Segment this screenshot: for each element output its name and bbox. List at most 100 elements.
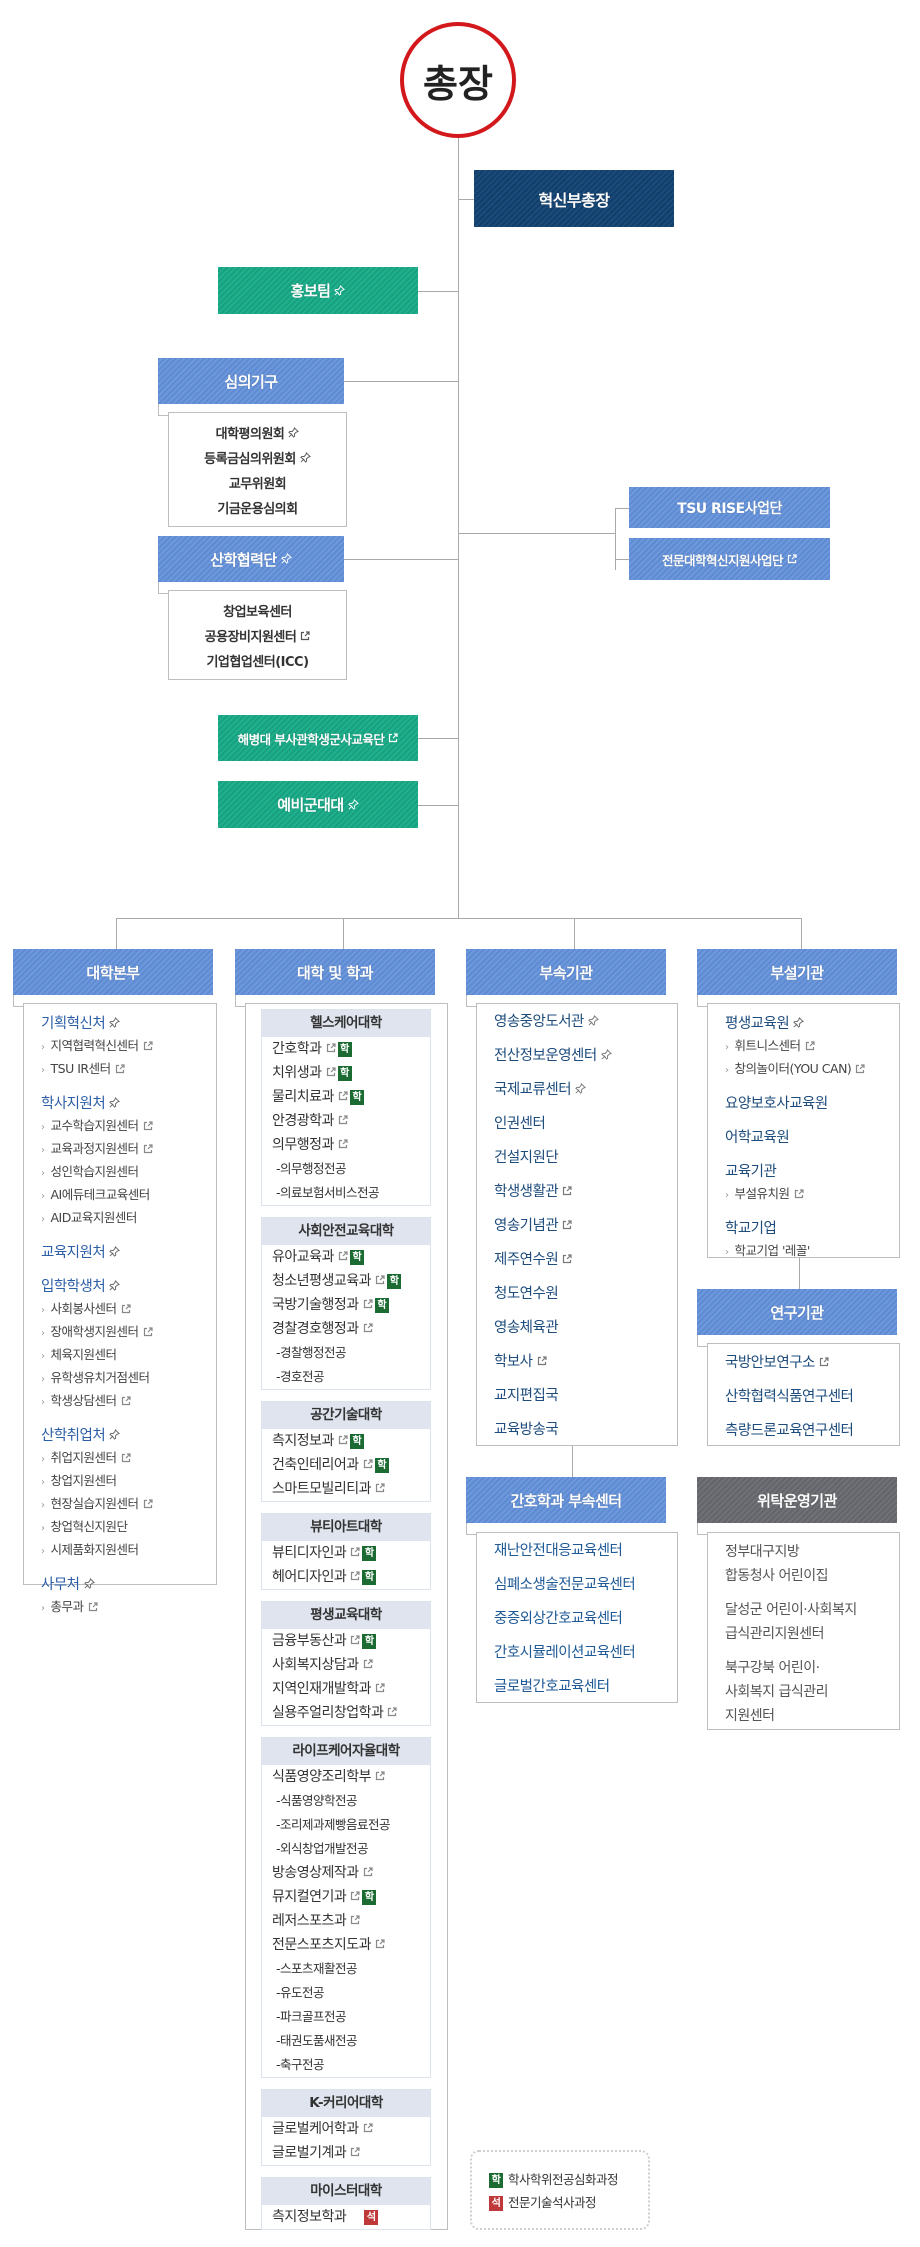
college-title[interactable]: K-커리어대학 — [262, 2090, 430, 2117]
major-item[interactable]: -스포츠재활전공 — [262, 1957, 430, 1981]
list-item[interactable]: 청도연수원 — [494, 1277, 677, 1311]
list-item[interactable]: ›총무과 — [41, 1596, 216, 1619]
major-item[interactable]: -태권도품새전공 — [262, 2029, 430, 2053]
list-item[interactable]: 측량드론교육연구센터 — [725, 1414, 899, 1448]
list-item[interactable]: ›사회봉사센터 — [41, 1298, 216, 1321]
list-item[interactable]: ›체육지원센터 — [41, 1344, 216, 1367]
list-item[interactable]: 학보사 — [494, 1345, 677, 1379]
department-item[interactable]: 스마트모빌리티과 — [262, 1477, 430, 1501]
list-item[interactable]: 국방안보연구소 — [725, 1346, 899, 1380]
major-item[interactable]: -경찰행정전공 — [262, 1341, 430, 1365]
list-item[interactable]: ›부설유치원 — [725, 1183, 899, 1206]
list-item[interactable]: 중증외상간호교육센터 — [494, 1602, 677, 1636]
industry-cooperation-box[interactable]: 산학협력단 — [158, 536, 344, 582]
list-item[interactable]: 전산정보운영센터 — [494, 1039, 677, 1073]
list-item[interactable]: ›현장실습지원센터 — [41, 1493, 216, 1516]
major-item[interactable]: -축구전공 — [262, 2053, 430, 2077]
list-item[interactable]: 창업보육센터 — [223, 601, 292, 620]
section-title[interactable]: 교육기관 — [725, 1161, 899, 1183]
department-item[interactable]: 실용주얼리창업학과 — [262, 1701, 430, 1725]
list-item[interactable]: 공용장비지원센터 — [205, 626, 311, 645]
list-item[interactable]: 국제교류센터 — [494, 1073, 677, 1107]
list-item[interactable]: ›창업혁신지원단 — [41, 1516, 216, 1539]
list-item[interactable]: 기업협업센터(ICC) — [206, 651, 309, 670]
list-item[interactable]: 기금운용심의회 — [217, 498, 298, 517]
list-item[interactable]: 제주연수원 — [494, 1243, 677, 1277]
major-item[interactable]: -의무행정전공 — [262, 1157, 430, 1181]
section-title[interactable]: 어학교육원 — [725, 1127, 899, 1149]
list-item[interactable]: ›AID교육지원센터 — [41, 1207, 216, 1230]
pr-team-box[interactable]: 홍보팀 — [218, 267, 418, 314]
list-item[interactable]: 심폐소생술전문교육센터 — [494, 1568, 677, 1602]
list-item[interactable]: 북구강북 어린이· 사회복지 급식관리 지원센터 — [725, 1656, 899, 1728]
list-item[interactable]: ›지역협력혁신센터 — [41, 1035, 216, 1058]
list-item[interactable]: ›창의놀이터(YOU CAN) — [725, 1058, 899, 1081]
list-item[interactable]: ›TSU IR센터 — [41, 1058, 216, 1081]
list-item[interactable]: ›휘트니스센터 — [725, 1035, 899, 1058]
section-title[interactable]: 요양보호사교육원 — [725, 1093, 899, 1115]
innovation-box[interactable]: 전문대학혁신지원사업단 — [629, 538, 830, 580]
major-item[interactable]: -식품영양학전공 — [262, 1789, 430, 1813]
college-title[interactable]: 뷰티아트대학 — [262, 1514, 430, 1541]
major-item[interactable]: -의료보험서비스전공 — [262, 1181, 430, 1205]
major-item[interactable]: -외식창업개발전공 — [262, 1837, 430, 1861]
list-item[interactable]: 산학협력식품연구센터 — [725, 1380, 899, 1414]
list-item[interactable]: 영송기념관 — [494, 1209, 677, 1243]
council-box[interactable]: 심의기구 — [158, 358, 344, 404]
college-title[interactable]: 헬스케어대학 — [262, 1010, 430, 1037]
list-item[interactable]: 대학평의원회 — [216, 423, 300, 442]
list-item[interactable]: 글로벌간호교육센터 — [494, 1670, 677, 1704]
list-item[interactable]: ›창업지원센터 — [41, 1470, 216, 1493]
list-item[interactable]: ›시제품화지원센터 — [41, 1539, 216, 1562]
list-item[interactable]: ›교수학습지원센터 — [41, 1115, 216, 1138]
department-item[interactable]: 식품영양조리학부 — [262, 1765, 430, 1789]
section-title[interactable]: 기획혁신처 — [41, 1013, 216, 1035]
major-item[interactable]: -파크골프전공 — [262, 2005, 430, 2029]
list-item[interactable]: ›성인학습지원센터 — [41, 1161, 216, 1184]
department-item[interactable]: 전문스포츠지도과 — [262, 1933, 430, 1957]
list-item[interactable]: 교무위원회 — [229, 473, 287, 492]
reserve-battalion-box[interactable]: 예비군대대 — [218, 781, 418, 828]
college-title[interactable]: 마이스터대학 — [262, 2178, 430, 2205]
rise-box[interactable]: TSU RISE사업단 — [629, 487, 830, 528]
college-title[interactable]: 평생교육대학 — [262, 1602, 430, 1629]
department-item[interactable]: 안경광학과 — [262, 1109, 430, 1133]
college-title[interactable]: 사회안전교육대학 — [262, 1218, 430, 1245]
department-item[interactable]: 글로벌케어학과 — [262, 2117, 430, 2141]
section-title[interactable]: 교육지원처 — [41, 1242, 216, 1264]
list-item[interactable]: 영송중앙도서관 — [494, 1005, 677, 1039]
list-item[interactable]: ›유학생유치거점센터 — [41, 1367, 216, 1390]
major-item[interactable]: -경호전공 — [262, 1365, 430, 1389]
section-title[interactable]: 학교기업 — [725, 1218, 899, 1240]
list-item[interactable]: ›취업지원센터 — [41, 1447, 216, 1470]
department-item[interactable]: 경찰경호행정과 — [262, 1317, 430, 1341]
list-item[interactable]: 교육방송국 — [494, 1413, 677, 1447]
list-item[interactable]: ›학생상담센터 — [41, 1390, 216, 1413]
list-item[interactable]: 재난안전대응교육센터 — [494, 1534, 677, 1568]
list-item[interactable]: 인권센터 — [494, 1107, 677, 1141]
list-item[interactable]: ›교육과정지원센터 — [41, 1138, 216, 1161]
section-title[interactable]: 학사지원처 — [41, 1093, 216, 1115]
list-item[interactable]: ›AI에듀테크교육센터 — [41, 1184, 216, 1207]
department-item[interactable]: 지역인재개발학과 — [262, 1677, 430, 1701]
section-title[interactable]: 사무처 — [41, 1574, 216, 1596]
list-item[interactable]: 학생생활관 — [494, 1175, 677, 1209]
list-item[interactable]: 영송체육관 — [494, 1311, 677, 1345]
list-item[interactable]: 달성군 어린이·사회복지 급식관리지원센터 — [725, 1598, 899, 1646]
department-item[interactable]: 방송영상제작과 — [262, 1861, 430, 1885]
list-item[interactable]: 정부대구지방 합동청사 어린이집 — [725, 1540, 899, 1588]
list-item[interactable]: ›학교기업 '레꼴' — [725, 1240, 899, 1263]
list-item[interactable]: 건설지원단 — [494, 1141, 677, 1175]
vice-president-box[interactable]: 혁신부총장 — [474, 170, 674, 227]
department-item[interactable]: 글로벌기계과 — [262, 2141, 430, 2165]
section-title[interactable]: 산학취업처 — [41, 1425, 216, 1447]
